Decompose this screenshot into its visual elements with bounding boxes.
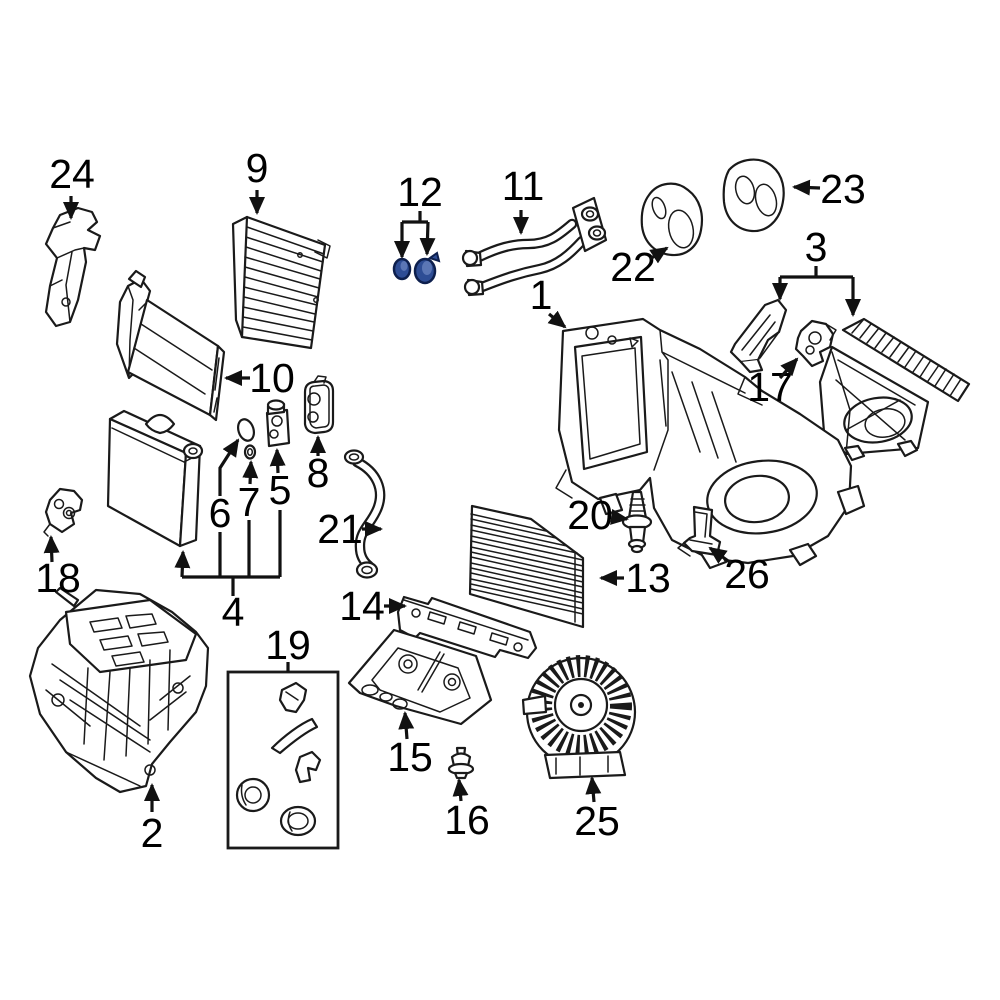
part-label-5[interactable]: 5 xyxy=(269,467,292,513)
callout-26: 26 xyxy=(708,546,770,597)
part-label-20[interactable]: 20 xyxy=(567,492,613,538)
callout-9: 9 xyxy=(246,145,269,215)
part-label-26[interactable]: 26 xyxy=(724,551,770,597)
part-16-screw xyxy=(447,746,475,780)
callout-17: 17 xyxy=(747,357,799,410)
callout-4: 4 xyxy=(174,510,282,635)
part-24-mounting-bracket xyxy=(44,206,102,328)
callout-16: 16 xyxy=(444,778,490,843)
part-label-6[interactable]: 6 xyxy=(209,490,232,536)
callout-5: 5 xyxy=(269,448,292,513)
part-label-14[interactable]: 14 xyxy=(339,583,385,629)
callout-21: 21 xyxy=(317,506,383,552)
part-14-mounting-bracket xyxy=(396,595,538,660)
part-label-2[interactable]: 2 xyxy=(141,810,164,856)
part-label-25[interactable]: 25 xyxy=(574,798,620,844)
part-label-10[interactable]: 10 xyxy=(249,355,295,401)
part-4-evaporator xyxy=(106,409,204,548)
callout-12: 12 xyxy=(394,169,443,259)
callout-3: 3 xyxy=(772,224,861,317)
part-3-bracket xyxy=(729,298,788,374)
part-label-4[interactable]: 4 xyxy=(222,589,245,635)
part-10-heater-core xyxy=(115,269,226,422)
part-label-12[interactable]: 12 xyxy=(397,169,443,215)
part-20-push-bolt xyxy=(621,490,653,554)
part-label-15[interactable]: 15 xyxy=(387,734,433,780)
callout-23: 23 xyxy=(792,166,866,212)
part-8-actuator xyxy=(303,375,335,435)
part-25-blower-motor xyxy=(521,655,637,780)
part-label-8[interactable]: 8 xyxy=(307,450,330,496)
callout-11: 11 xyxy=(502,163,545,235)
part-9-evaporator-core xyxy=(231,215,331,350)
part-label-23[interactable]: 23 xyxy=(820,166,866,212)
part-label-22[interactable]: 22 xyxy=(610,244,656,290)
part-5-expansion-valve xyxy=(265,399,291,448)
part-6-o-ring xyxy=(236,418,256,442)
callout-18: 18 xyxy=(35,535,81,601)
callout-15: 15 xyxy=(387,711,433,780)
part-11-heater-hose-assembly xyxy=(461,196,608,297)
part-1-hvac-housing xyxy=(555,317,866,570)
part-22-seal xyxy=(640,182,704,257)
callout-24: 24 xyxy=(49,151,95,220)
callout-7: 7 xyxy=(238,460,261,525)
part-label-16[interactable]: 16 xyxy=(444,797,490,843)
part-label-7[interactable]: 7 xyxy=(238,479,261,525)
callout-19: 19 xyxy=(265,622,311,672)
part-label-19[interactable]: 19 xyxy=(265,622,311,668)
callout-25: 25 xyxy=(574,776,620,844)
callout-1: 1 xyxy=(530,272,567,329)
part-12-o-rings xyxy=(392,251,441,285)
part-label-1[interactable]: 1 xyxy=(530,272,553,318)
part-2-lower-housing xyxy=(28,586,210,794)
callout-6: 6 xyxy=(209,438,240,536)
part-26-bracket xyxy=(677,505,722,557)
callout-20: 20 xyxy=(567,492,629,538)
callout-8: 8 xyxy=(307,435,330,496)
part-label-3[interactable]: 3 xyxy=(805,224,828,270)
part-label-11[interactable]: 11 xyxy=(502,163,545,209)
part-label-21[interactable]: 21 xyxy=(317,506,363,552)
part-19-repair-kit-box xyxy=(226,670,340,850)
callout-14: 14 xyxy=(339,583,407,629)
part-18-bracket xyxy=(43,487,84,537)
part-23-seal xyxy=(722,158,785,233)
part-15-cover-plate xyxy=(347,628,493,726)
part-17-actuator xyxy=(794,319,837,368)
part-label-24[interactable]: 24 xyxy=(49,151,95,197)
part-7-o-ring xyxy=(243,444,257,460)
callout-13: 13 xyxy=(599,555,671,601)
callout-10: 10 xyxy=(224,355,295,401)
part-label-13[interactable]: 13 xyxy=(625,555,671,601)
part-label-9[interactable]: 9 xyxy=(246,145,269,191)
part-label-18[interactable]: 18 xyxy=(35,555,81,601)
callout-2: 2 xyxy=(141,783,164,856)
callout-22: 22 xyxy=(610,244,669,290)
part-3-housing-section xyxy=(818,317,971,462)
part-13-cabin-filter xyxy=(468,504,585,629)
